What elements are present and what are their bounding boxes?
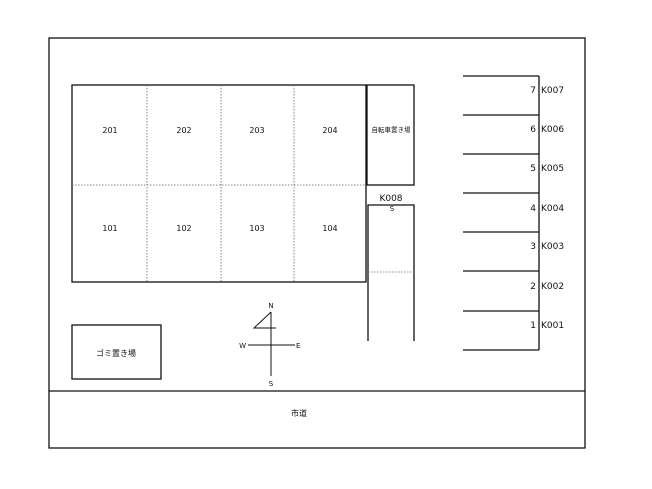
unit-203: 203 — [249, 126, 264, 135]
road-label: 市道 — [291, 408, 307, 418]
unit-104: 104 — [322, 224, 337, 233]
north-arrow-icon — [252, 311, 276, 329]
parking-number: 1 — [530, 321, 536, 331]
parking-code: K004 — [541, 204, 564, 214]
compass-south: S — [269, 380, 274, 388]
k008-outline — [367, 204, 415, 341]
garbage-area-outline — [71, 324, 162, 380]
unit-103: 103 — [249, 224, 264, 233]
compass-west: W — [239, 342, 246, 350]
unit-101: 101 — [102, 224, 117, 233]
parking-number: 7 — [530, 86, 536, 96]
garbage-area-label: ゴミ置き場 — [96, 348, 136, 358]
unit-202: 202 — [176, 126, 191, 135]
bicycle-parking: 自転車置き場 — [366, 84, 415, 186]
parking-number: 3 — [530, 242, 536, 252]
parking-code: K001 — [541, 321, 564, 331]
parking-code: K002 — [541, 282, 564, 292]
compass-rose: N S E W — [239, 302, 300, 388]
k008-code: K008 — [379, 194, 402, 204]
parking-number: 6 — [530, 125, 536, 135]
unit-102: 102 — [176, 224, 191, 233]
apartment-building: 201 202 203 204 101 102 103 104 — [71, 84, 367, 283]
parking-area: 7 K007 6 K006 5 K005 4 K004 3 K003 2 K00… — [463, 75, 564, 351]
parking-code: K007 — [541, 86, 564, 96]
bicycle-parking-outline — [366, 84, 415, 186]
parking-number: 2 — [530, 282, 536, 292]
parking-space-k008: K008 S — [367, 194, 415, 341]
parking-code: K005 — [541, 164, 564, 174]
compass-east: E — [296, 342, 300, 350]
compass-north: N — [268, 302, 273, 310]
building-outline — [71, 84, 367, 283]
unit-204: 204 — [322, 126, 337, 135]
unit-201: 201 — [102, 126, 117, 135]
parking-code: K003 — [541, 242, 564, 252]
parking-code: K006 — [541, 125, 564, 135]
parking-number: 5 — [530, 164, 536, 174]
k008-sub: S — [390, 205, 395, 213]
garbage-area: ゴミ置き場 — [71, 324, 162, 380]
site-boundary — [48, 37, 586, 449]
parking-number: 4 — [530, 204, 536, 214]
bicycle-parking-label: 自転車置き場 — [372, 125, 412, 134]
